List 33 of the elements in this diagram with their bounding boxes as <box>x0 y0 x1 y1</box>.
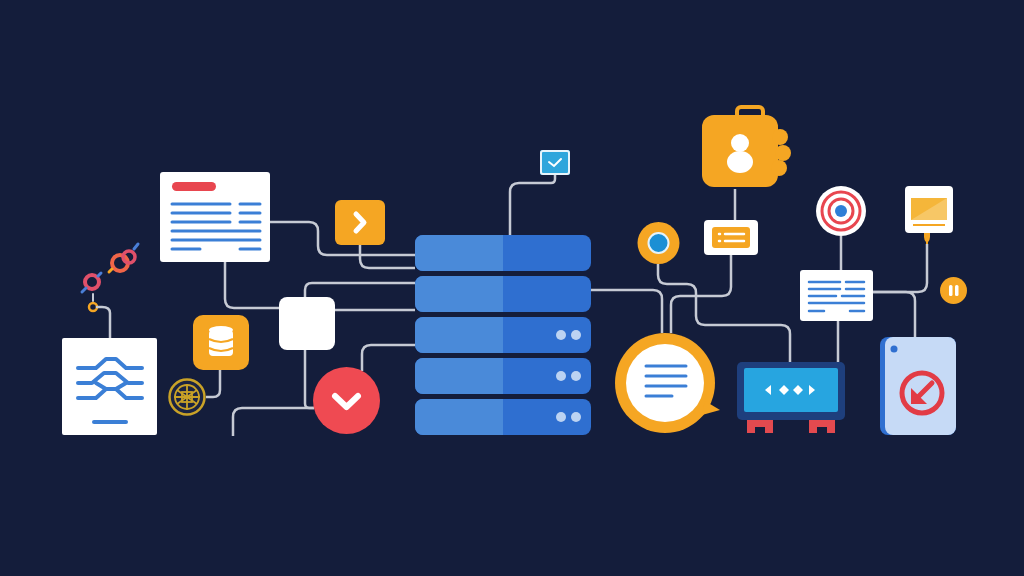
monitor-icon <box>737 362 845 435</box>
flowchart-document-icon <box>62 338 157 435</box>
connector-line <box>508 175 557 235</box>
connector-line <box>358 245 415 270</box>
connector-line <box>360 343 415 371</box>
coin-icon <box>168 378 206 416</box>
connector-line <box>836 321 840 362</box>
checkmark-screen-icon <box>540 150 570 175</box>
connector-line <box>108 314 112 338</box>
connector-line <box>223 262 279 310</box>
server-stack-icon <box>415 235 591 435</box>
tablet-icon <box>880 337 956 435</box>
blank-tile-icon <box>279 297 335 350</box>
connector-line <box>335 308 415 312</box>
connector-line <box>270 220 415 257</box>
database-icon <box>193 315 249 370</box>
ring-icon <box>637 222 680 264</box>
connector-line <box>656 264 792 362</box>
list-icon <box>704 220 758 255</box>
connector-line <box>873 290 917 337</box>
lock-icon <box>700 105 792 189</box>
chevron-right-icon <box>335 200 385 245</box>
connector-line <box>733 189 737 220</box>
connector-line <box>669 255 733 333</box>
connector-line <box>231 406 314 436</box>
picture-screen-icon <box>905 186 953 244</box>
document-icon <box>800 270 873 321</box>
connector-line <box>839 236 843 270</box>
pause-icon <box>940 277 967 304</box>
target-icon <box>816 186 866 236</box>
connector-line <box>591 288 664 333</box>
chevron-down-icon <box>313 367 380 434</box>
document-icon <box>160 172 270 262</box>
